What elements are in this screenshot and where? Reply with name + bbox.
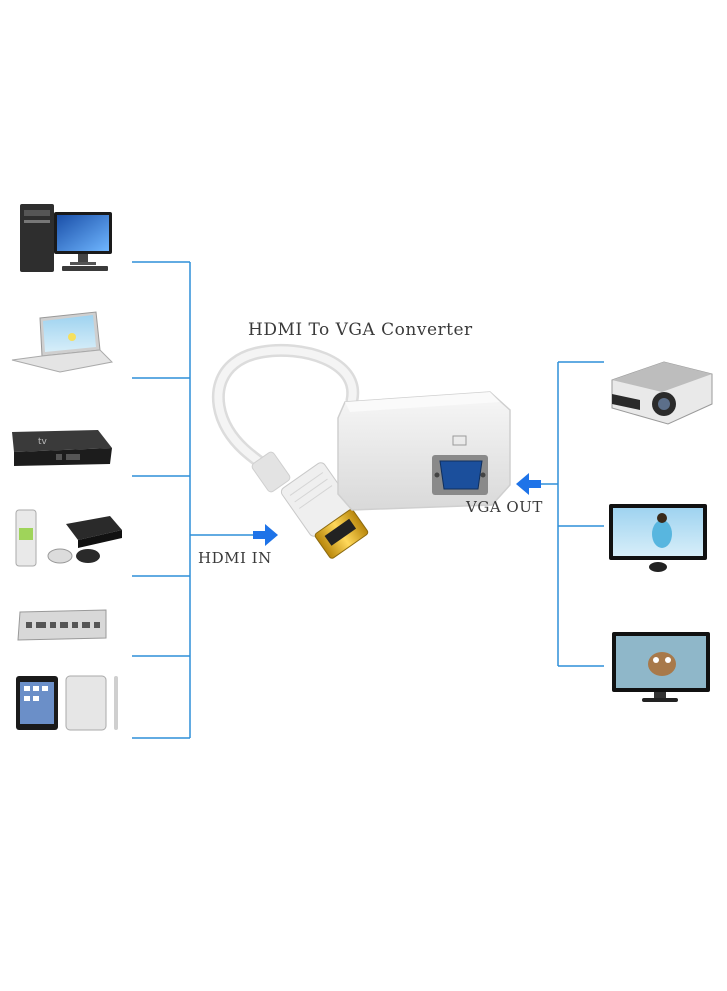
mac-mini-icon <box>17 609 107 641</box>
vga-out-label: VGA OUT <box>466 498 543 516</box>
hdmi-in-label: HDMI IN <box>198 549 272 567</box>
tablets-icon <box>16 675 118 731</box>
source-connector-lines <box>132 261 262 739</box>
lcd-monitor-icon <box>612 632 710 702</box>
hdmi-to-vga-adapter <box>211 343 511 559</box>
hdmi-strain-relief <box>251 451 291 493</box>
vga-out-arrow-icon <box>516 473 541 495</box>
apple-tv-box-icon: tv <box>12 430 112 466</box>
svg-text:tv: tv <box>38 437 48 447</box>
diagram-title: HDMI To VGA Converter <box>248 320 473 340</box>
desktop-computer-icon <box>20 204 112 272</box>
vga-port <box>432 455 488 495</box>
vga-adapter-box <box>337 391 511 511</box>
projector-icon <box>611 361 713 425</box>
display-connector-lines <box>533 361 604 667</box>
laptop-icon <box>11 311 114 373</box>
vga-monitor-glyph-icon <box>452 435 467 446</box>
game-consoles-icon <box>15 509 122 567</box>
hdmi-in-arrow-icon <box>253 524 278 546</box>
tv-monitor-icon <box>609 504 707 572</box>
